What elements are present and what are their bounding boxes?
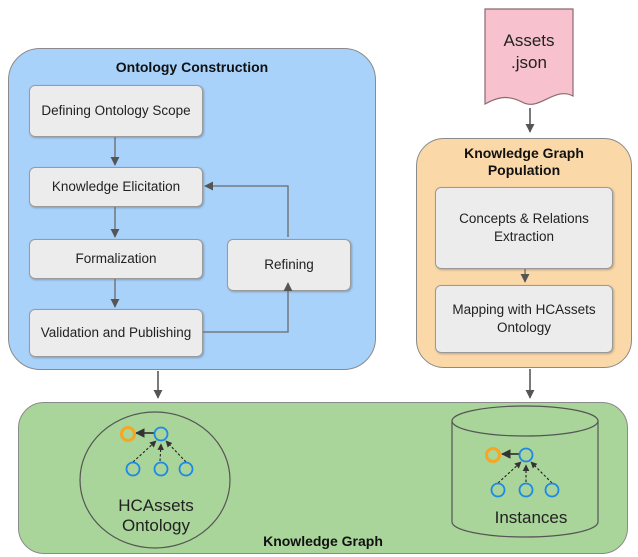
kg-population-panel: Knowledge Graph Population Concepts & Re…	[416, 138, 632, 368]
hcassets-ontology-label-line1: HCAssets	[118, 496, 194, 515]
assets-label-line1: Assets	[503, 31, 555, 50]
defining-ontology-scope-label: Defining Ontology Scope	[41, 103, 191, 118]
mapping-ontology-step: Mapping with HCAssets Ontology	[435, 285, 613, 353]
defining-ontology-scope-step: Defining Ontology Scope	[29, 85, 203, 137]
refining-label: Refining	[264, 257, 314, 272]
knowledge-graph-title: Knowledge Graph	[263, 533, 383, 549]
instances-label: Instances	[494, 508, 568, 527]
knowledge-elicitation-step: Knowledge Elicitation	[29, 167, 203, 207]
knowledge-elicitation-label: Knowledge Elicitation	[51, 179, 181, 194]
concepts-relations-extraction-label: Concepts & Relations Extraction	[459, 211, 589, 244]
assets-label-line2: .json	[511, 53, 547, 72]
hcassets-ontology-ellipse	[79, 411, 231, 549]
concepts-relations-extraction-step: Concepts & Relations Extraction	[435, 187, 613, 269]
validation-publishing-step: Validation and Publishing	[29, 309, 203, 357]
assets-json-label: Assets .json	[484, 30, 574, 74]
kg-population-title-line2: Population	[487, 162, 561, 178]
formalization-label: Formalization	[75, 251, 157, 266]
arrow-refining-to-elicitation	[204, 181, 289, 237]
assets-json-document-icon	[484, 8, 574, 106]
arrow-validation-to-refining	[203, 282, 293, 333]
formalization-step: Formalization	[29, 239, 203, 279]
validation-publishing-label: Validation and Publishing	[40, 325, 192, 340]
hcassets-ontology-label: HCAssets Ontology	[86, 496, 226, 536]
ontology-construction-title: Ontology Construction	[115, 59, 269, 75]
ontology-graph-icon	[120, 426, 194, 477]
mapping-ontology-label: Mapping with HCAssets Ontology	[452, 302, 596, 335]
hcassets-ontology-label-line2: Ontology	[121, 516, 191, 535]
instances-graph-icon	[485, 447, 560, 498]
kg-population-title-line1: Knowledge Graph	[464, 145, 584, 161]
kg-population-title: Knowledge Graph Population	[417, 145, 631, 179]
